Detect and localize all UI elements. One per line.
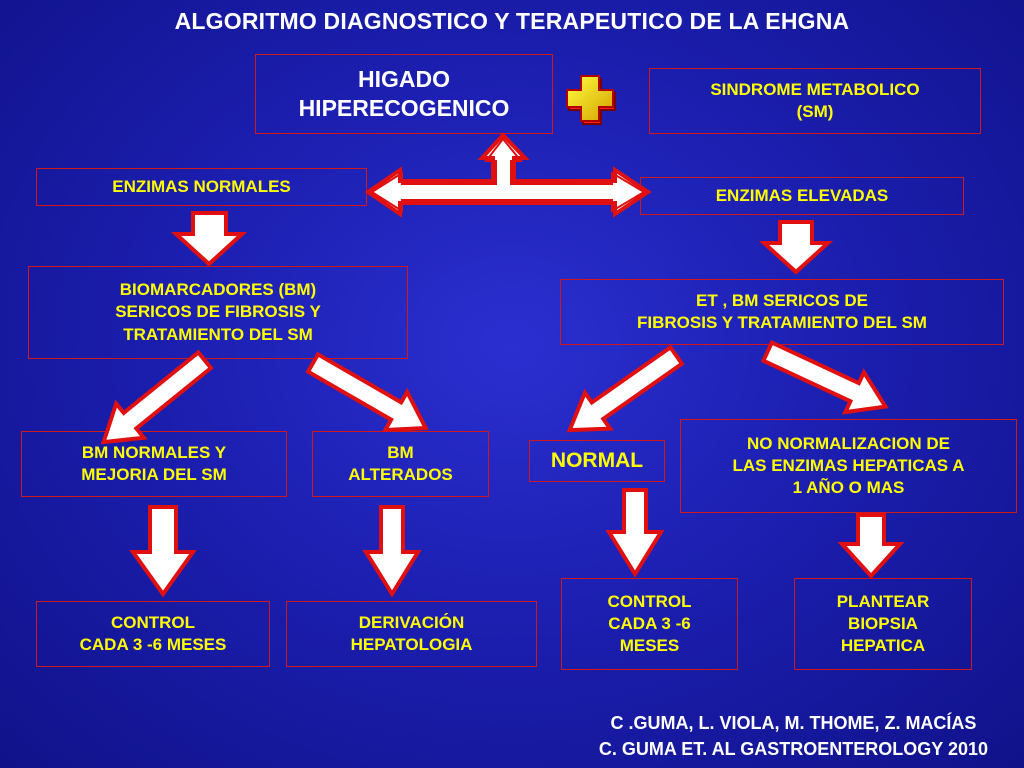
down-arrow-icon — [129, 505, 197, 598]
down-arrow-icon — [605, 488, 665, 578]
node-bm-alterados: BM ALTERADOS — [312, 431, 489, 497]
slide-title: ALGORITMO DIAGNOSTICO Y TERAPEUTICO DE L… — [174, 8, 850, 34]
down-arrow-icon — [758, 220, 834, 275]
node-control-cada-3-6-meses-right: CONTROL CADA 3 -6 MESES — [561, 578, 738, 670]
down-arrow-icon — [362, 505, 422, 598]
plus-icon — [566, 75, 616, 125]
diagonal-arrow-icon — [305, 351, 429, 433]
node-enzimas-elevadas: ENZIMAS ELEVADAS — [640, 177, 964, 215]
credits-authors: C .GUMA, L. VIOLA, M. THOME, Z. MACÍAS — [610, 713, 977, 733]
credits-reference: C. GUMA ET. AL GASTROENTEROLOGY 2010 — [598, 739, 988, 760]
node-no-normalizacion: NO NORMALIZACION DE LAS ENZIMAS HEPATICA… — [680, 419, 1017, 513]
diagonal-arrow-icon — [100, 349, 214, 445]
node-enzimas-normales: ENZIMAS NORMALES — [36, 168, 367, 206]
diagonal-arrow-icon — [760, 339, 889, 415]
node-et-bm-sericos: ET , BM SERICOS DE FIBROSIS Y TRATAMIENT… — [560, 279, 1004, 345]
node-higado-hiperecogenico: HIGADO HIPERECOGENICO — [255, 54, 553, 134]
node-normal: NORMAL — [529, 440, 665, 482]
node-control-cada-3-6-meses-left: CONTROL CADA 3 -6 MESES — [36, 601, 270, 667]
split-arrow-icon — [364, 132, 652, 218]
node-biomarcadores: BIOMARCADORES (BM) SERICOS DE FIBROSIS Y… — [28, 266, 408, 359]
node-plantear-biopsia: PLANTEAR BIOPSIA HEPATICA — [794, 578, 972, 670]
node-bm-normales: BM NORMALES Y MEJORIA DEL SM — [21, 431, 287, 497]
node-derivacion-hepatologia: DERIVACIÓN HEPATOLOGIA — [286, 601, 537, 667]
credits: C .GUMA, L. VIOLA, M. THOME, Z. MACÍAS C… — [599, 710, 988, 762]
diagonal-arrow-icon — [566, 344, 685, 433]
down-arrow-icon — [837, 513, 905, 579]
node-sindrome-metabolico: SINDROME METABOLICO (SM) — [649, 68, 981, 134]
down-arrow-icon — [170, 211, 248, 267]
